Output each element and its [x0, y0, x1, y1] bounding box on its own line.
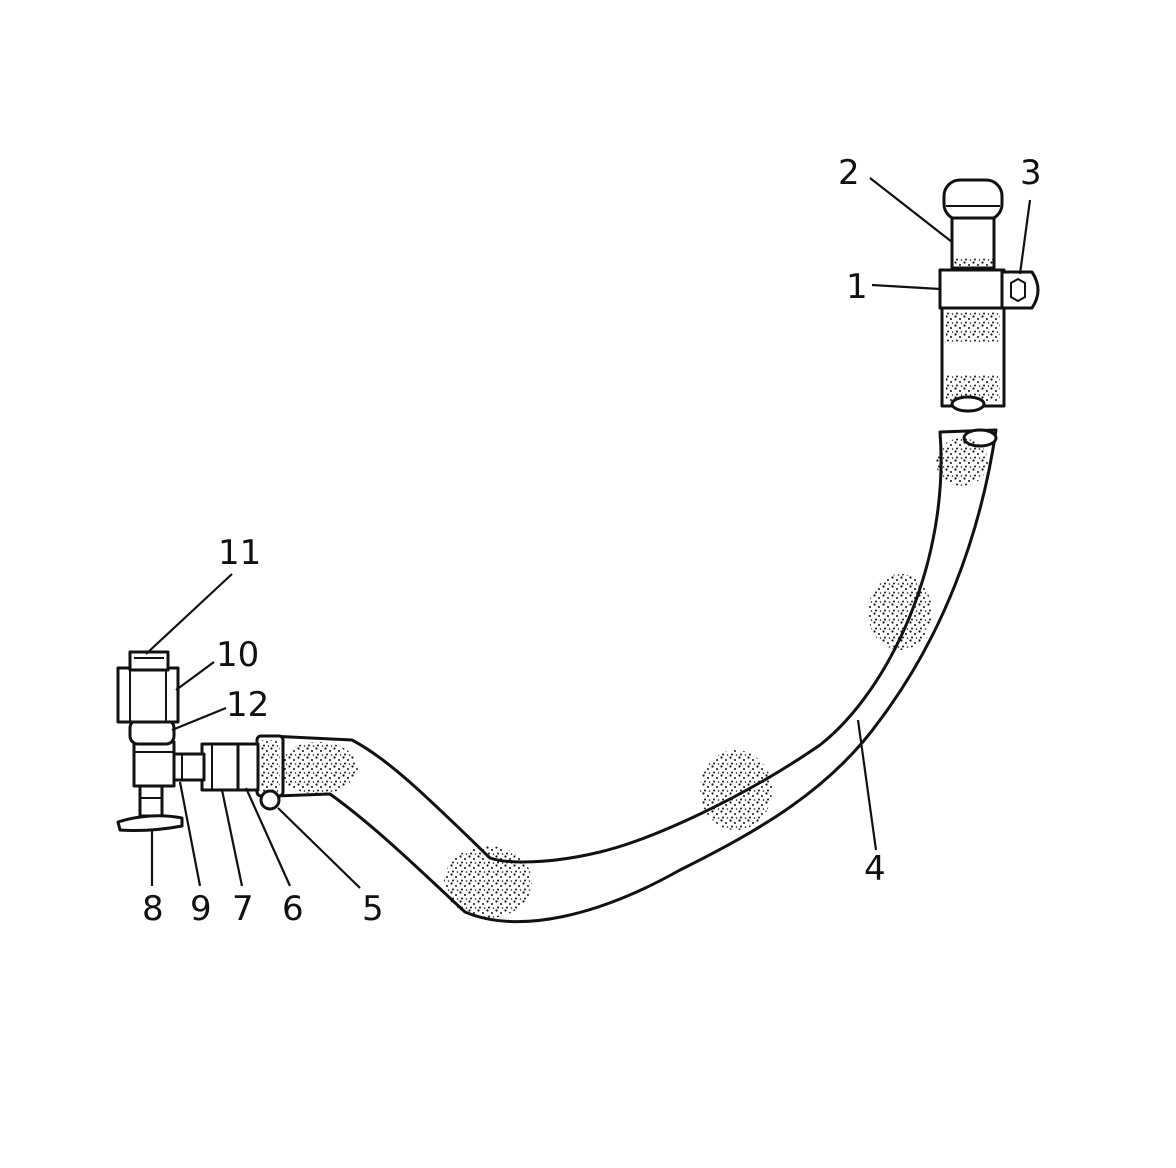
part-10-valve-body: [116, 666, 180, 724]
part-3-clamp-screw: [1000, 270, 1040, 310]
part-1-clamp: [938, 268, 1006, 310]
callout-3: 3: [1020, 153, 1042, 193]
upper-fitting: [938, 178, 1040, 413]
part-9-nipple: [170, 752, 206, 782]
callout-9: 9: [190, 889, 212, 929]
part-5-clamp-bolt: [259, 789, 281, 811]
callout-1: 1: [846, 267, 868, 307]
lower-fitting: [116, 650, 285, 832]
tee-body: [132, 740, 176, 788]
part-6-ferrule: [236, 742, 260, 792]
callout-8: 8: [142, 889, 164, 929]
callout-6: 6: [282, 889, 304, 929]
part-4-hose: [268, 428, 998, 924]
callout-7: 7: [232, 889, 254, 929]
part-7-coupling: [200, 742, 240, 792]
callouts: 2 3 1 4 5 6 7 9 8 11 10 12: [142, 153, 1042, 929]
callout-11: 11: [218, 533, 261, 573]
part-8-handle: [116, 814, 184, 832]
part-11-cap: [128, 650, 170, 672]
callout-12: 12: [226, 685, 269, 725]
hose-body: [268, 428, 998, 924]
lower-stem: [138, 784, 164, 818]
part-12-nut: [128, 718, 176, 746]
callout-2: 2: [838, 153, 860, 193]
callout-4: 4: [864, 849, 886, 889]
part-2-cap: [942, 178, 1004, 222]
callout-5: 5: [362, 889, 384, 929]
leader-lines: [145, 177, 1032, 889]
callout-10: 10: [216, 635, 259, 675]
